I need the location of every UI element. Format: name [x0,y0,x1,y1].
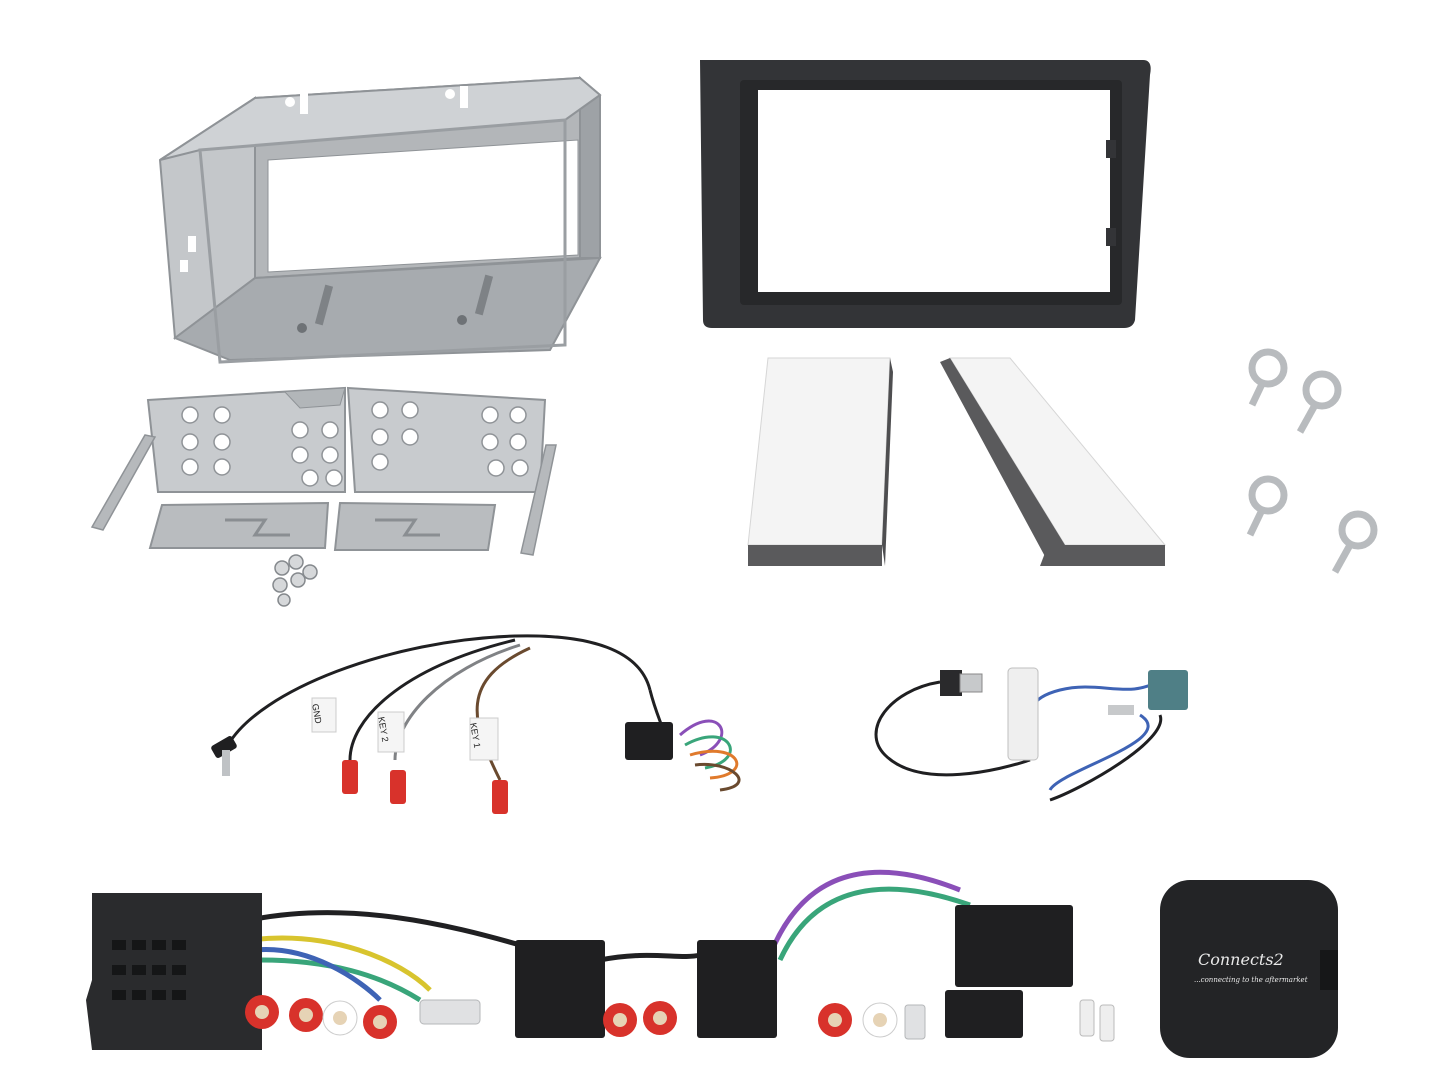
brand-tagline: ...connecting to the aftermarket [1194,976,1308,984]
interface-module: Connects2 ...connecting to the aftermark… [1160,880,1340,1060]
brand-logo: Connects2 [1198,950,1284,969]
